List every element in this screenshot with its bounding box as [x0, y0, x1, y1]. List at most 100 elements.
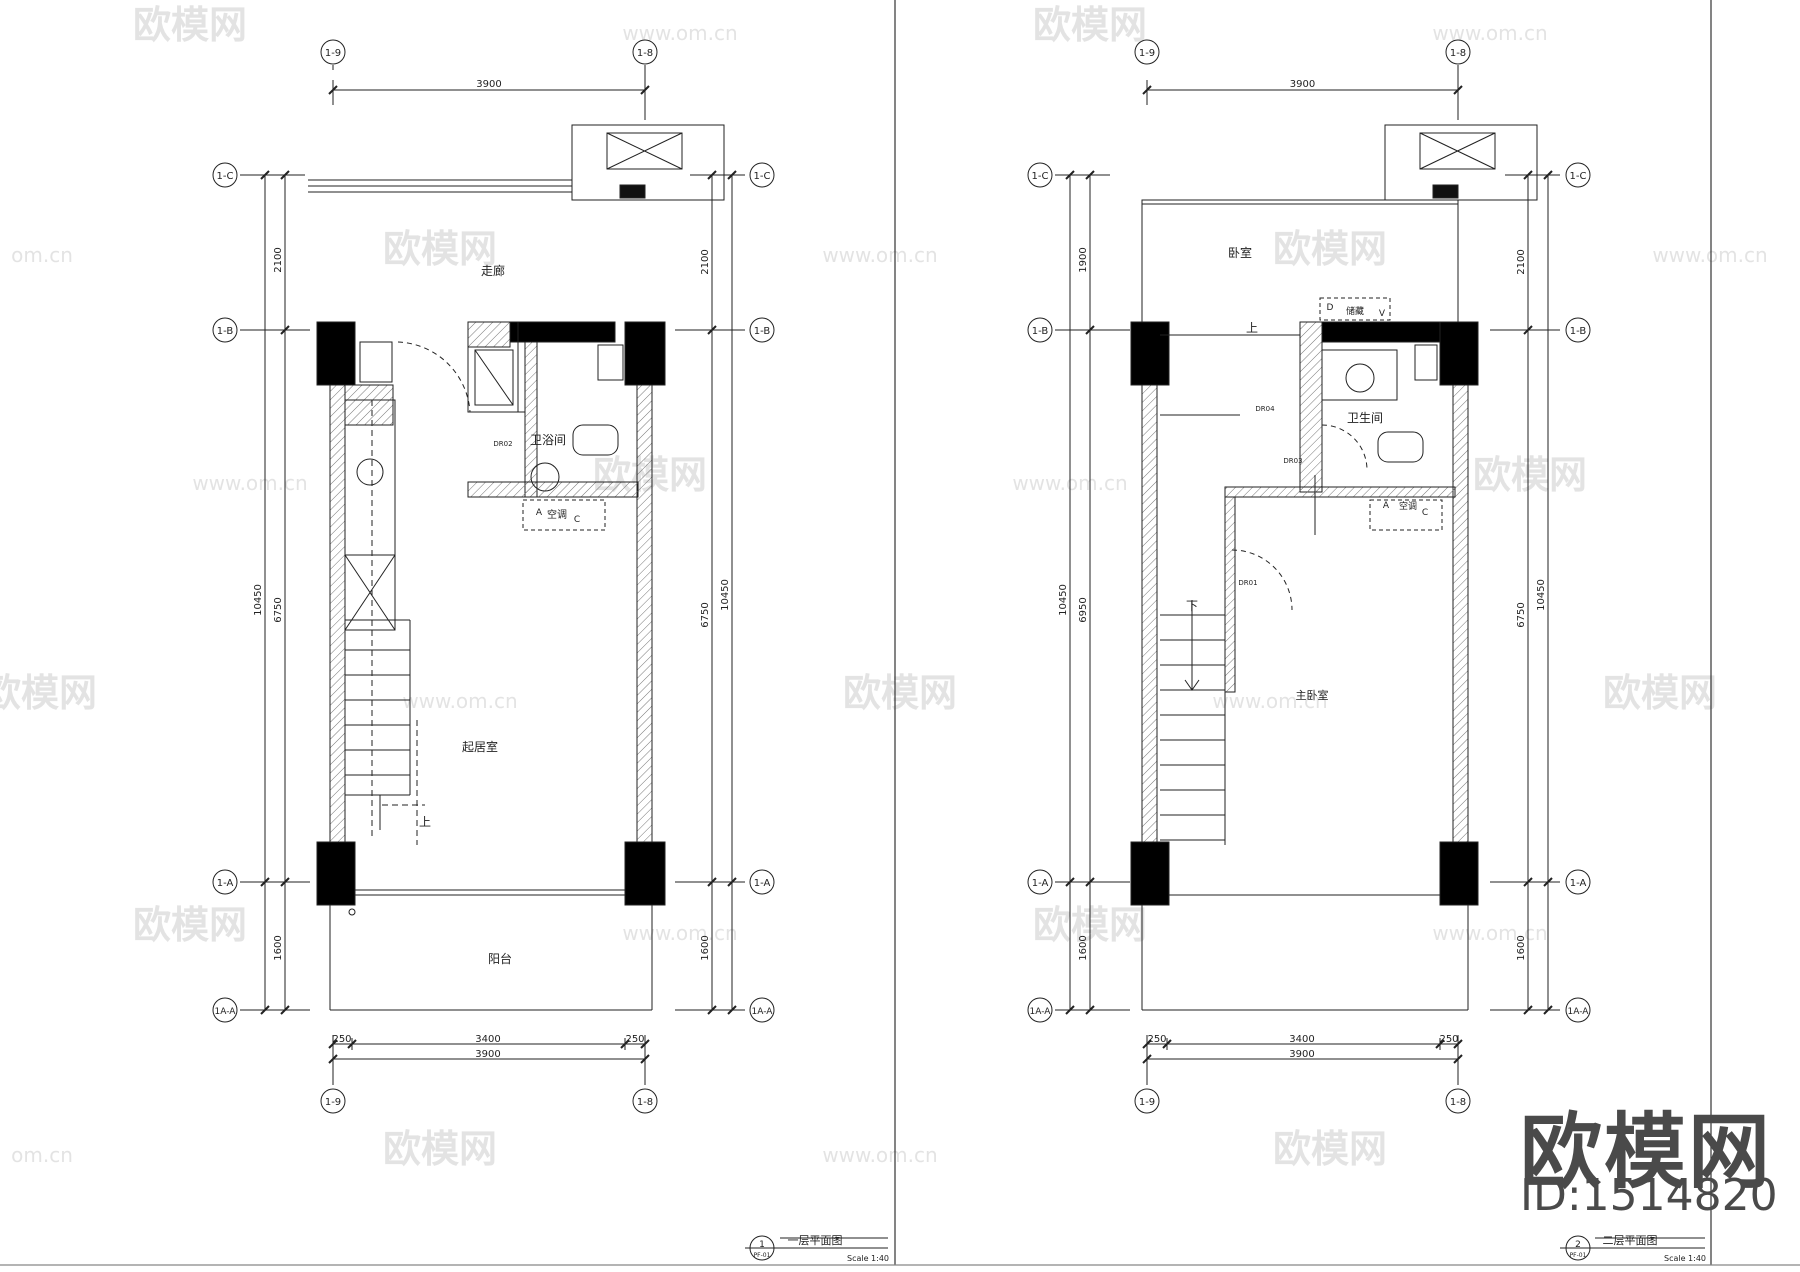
- dimension-label: 3400: [1289, 1034, 1314, 1045]
- watermark-logo: 欧模网: [1473, 453, 1587, 497]
- dimension-label: 1900: [1078, 247, 1089, 272]
- brand-logo-text: 欧模网: [1520, 1105, 1773, 1200]
- dimension-label: 10450: [253, 584, 264, 616]
- watermark-url: www.om.cn: [1432, 921, 1547, 945]
- grid-label: 1-C: [217, 171, 234, 182]
- dimension-label: 2100: [1516, 249, 1527, 274]
- door-tag: DR02: [493, 440, 512, 448]
- watermark-url: www.om.cn: [822, 1143, 937, 1167]
- dimension-label: 250: [332, 1034, 351, 1045]
- dimension-label: 250: [1439, 1034, 1458, 1045]
- dimension-label: 3900: [475, 1049, 500, 1060]
- grid-label: 1-C: [1032, 171, 1049, 182]
- dimension-label: 6750: [700, 602, 711, 627]
- stair-label: 上: [1246, 321, 1258, 335]
- room-label: 走廊: [481, 263, 505, 278]
- plan-sheet-code: PF-01: [754, 1252, 771, 1259]
- grid-label: 1-8: [637, 1097, 653, 1108]
- watermark-logo: 欧模网: [383, 1127, 497, 1171]
- watermark-logo: 欧模网: [1603, 671, 1717, 715]
- dimension-label: 3900: [476, 79, 501, 90]
- dimension-label: 10450: [720, 579, 731, 611]
- grid-label: 1-B: [217, 326, 234, 337]
- plan-scale: Scale 1:40: [847, 1254, 889, 1263]
- grid-label: 1-C: [754, 171, 771, 182]
- dimension-label: 10450: [1058, 584, 1069, 616]
- room-label: 空调: [1399, 500, 1417, 512]
- plan-title: 二层平面图: [1603, 1234, 1658, 1247]
- plan-number: 2: [1575, 1240, 1581, 1250]
- room-label: 空调: [547, 508, 567, 521]
- room-label: 卧室: [1228, 245, 1252, 260]
- room-label: 主卧室: [1296, 688, 1329, 702]
- text-labels: 1-9 1-8 1-C 1-B 1-A 1A-A 1-C 1-B 1-A 1A-A 1-9 1-8 39…: [215, 48, 1706, 1263]
- grid-label: 1-A: [1570, 878, 1587, 889]
- plan-title: 一层平面图: [788, 1234, 843, 1247]
- section-tag: C: [1422, 508, 1428, 518]
- watermark-url: www.om.cn: [192, 471, 307, 495]
- dimension-label: 250: [625, 1034, 644, 1045]
- dimension-label: 1600: [1078, 935, 1089, 960]
- grid-label: 1A-A: [752, 1007, 774, 1017]
- grid-label: 1A-A: [215, 1007, 237, 1017]
- watermark-url: www.om.cn: [1652, 243, 1767, 267]
- watermark-logo: 欧模网: [843, 671, 957, 715]
- grid-label: 1-A: [1032, 878, 1049, 889]
- dimension-label: 1600: [700, 935, 711, 960]
- watermark-url: www.om.cn: [622, 21, 737, 45]
- plan-floor-2: [1027, 39, 1705, 1261]
- watermark-url: om.cn: [11, 243, 73, 267]
- section-tag: V: [1379, 309, 1386, 319]
- door-tag: DR03: [1283, 457, 1302, 465]
- door-tag: DR01: [1238, 579, 1257, 587]
- section-tag: A: [1383, 501, 1390, 511]
- watermark-logo: 欧模网: [0, 671, 97, 715]
- grid-label: 1-9: [1139, 1097, 1155, 1108]
- dimension-label: 6950: [1078, 597, 1089, 622]
- dimension-label: 2100: [700, 249, 711, 274]
- grid-label: 1-9: [325, 1097, 341, 1108]
- watermark-logo: 欧模网: [1273, 227, 1387, 271]
- dimension-label: 250: [1147, 1034, 1166, 1045]
- grid-label: 1-A: [217, 878, 234, 889]
- section-tag: D: [1327, 303, 1334, 313]
- grid-label: 1-8: [1450, 48, 1466, 59]
- room-label: 储藏: [1346, 305, 1364, 317]
- watermark-logo: 欧模网: [133, 3, 247, 47]
- watermark-url: www.om.cn: [622, 921, 737, 945]
- room-label: 阳台: [488, 951, 512, 966]
- stair-label: 下: [1186, 599, 1198, 613]
- stair-label: 上: [419, 815, 431, 829]
- brand-id-label: ID:1514820: [1520, 1170, 1778, 1221]
- watermark-logo: 欧模网: [133, 903, 247, 947]
- dimension-label: 3400: [475, 1034, 500, 1045]
- grid-label: 1-B: [1570, 326, 1587, 337]
- dimension-label: 1600: [273, 935, 284, 960]
- watermark-url: www.om.cn: [402, 689, 517, 713]
- grid-label: 1A-A: [1568, 1007, 1590, 1017]
- dimension-label: 3900: [1289, 1049, 1314, 1060]
- plan-number: 1: [759, 1240, 765, 1250]
- plan-sheet-code: PF-01: [1570, 1252, 1587, 1259]
- grid-label: 1-C: [1570, 171, 1587, 182]
- plan-scale: Scale 1:40: [1664, 1254, 1706, 1263]
- door-tag: DR04: [1255, 405, 1275, 413]
- dimension-label: 10450: [1536, 579, 1547, 611]
- grid-label: 1-8: [1450, 1097, 1466, 1108]
- dimension-label: 6750: [273, 597, 284, 622]
- watermark-url: www.om.cn: [822, 243, 937, 267]
- grid-label: 1-8: [637, 48, 653, 59]
- dimension-label: 6750: [1516, 602, 1527, 627]
- watermark-url: www.om.cn: [1432, 21, 1547, 45]
- watermark-logo: 欧模网: [383, 227, 497, 271]
- plan-floor-1: [212, 39, 888, 1261]
- watermark-url: www.om.cn: [1212, 689, 1327, 713]
- room-label: 卫生间: [1347, 411, 1383, 425]
- grid-label: 1A-A: [1030, 1007, 1052, 1017]
- watermark-url: om.cn: [11, 1143, 73, 1167]
- dimension-label: 3900: [1290, 79, 1315, 90]
- watermark-logo: 欧模网: [1273, 1127, 1387, 1171]
- grid-label: 1-B: [1032, 326, 1049, 337]
- watermark-logo: 欧模网: [1033, 3, 1147, 47]
